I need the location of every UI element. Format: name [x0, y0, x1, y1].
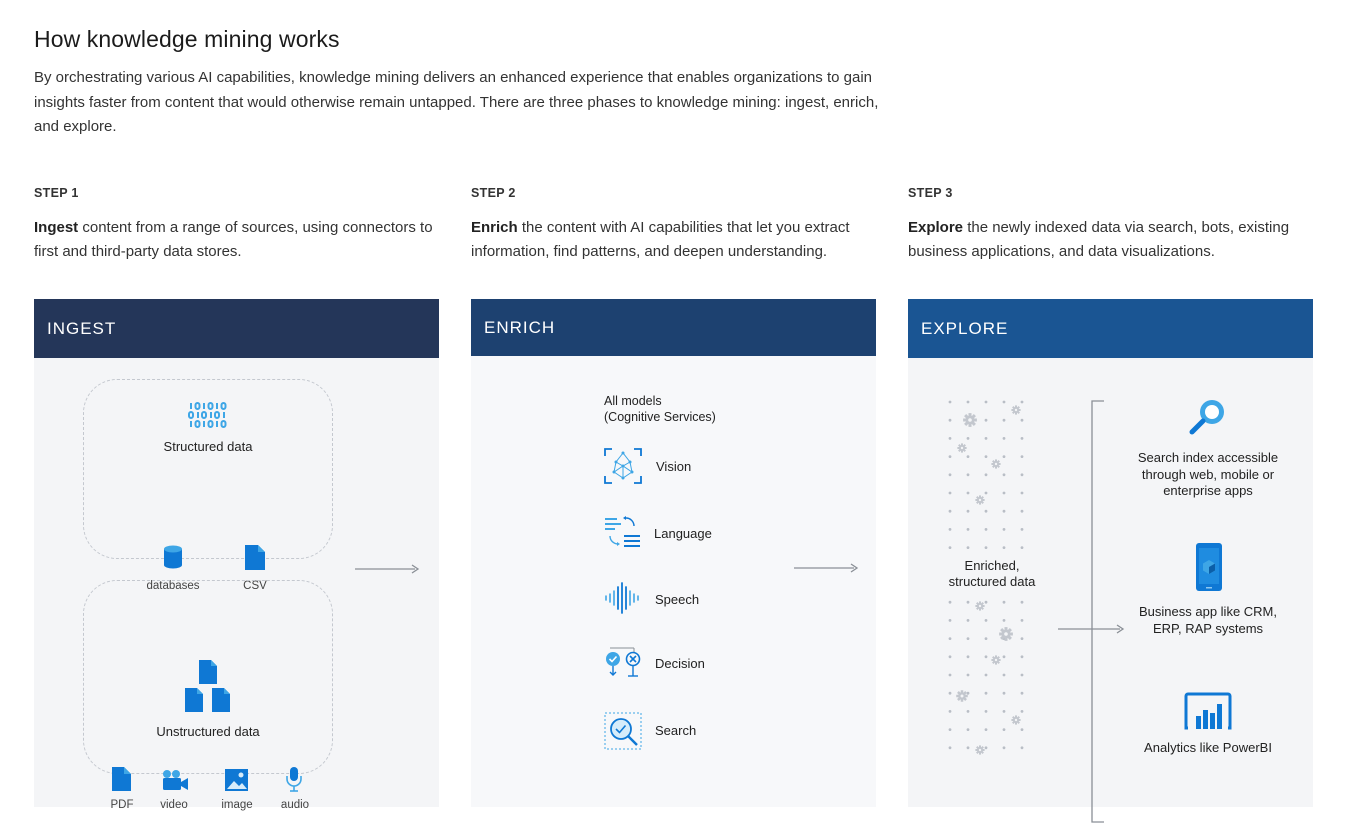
enriched-line2: structured data — [948, 574, 1036, 589]
step-2-label: STEP 2 — [471, 186, 516, 200]
mobile-app-icon — [1196, 543, 1222, 591]
enriched-label-backdrop — [930, 560, 1054, 600]
enrich-heading: ENRICH — [471, 299, 876, 356]
gear-icon — [991, 655, 1001, 665]
video-label: video — [160, 799, 188, 811]
documents-stack-icon — [185, 660, 230, 712]
gear-icon — [1011, 715, 1021, 725]
unstructured-data-label: Unstructured data — [156, 724, 260, 739]
step-3-label: STEP 3 — [908, 186, 953, 200]
page-title: How knowledge mining works — [34, 26, 340, 52]
unstructured-data-group — [83, 580, 333, 774]
image-label: image — [221, 799, 253, 811]
vision-icon — [604, 448, 642, 484]
csv-file-icon — [245, 545, 265, 570]
search-index-line2: through web, mobile or — [1141, 466, 1275, 482]
search-index-output-label: Search index accessible through web, mob… — [1118, 450, 1298, 500]
enrich-body: All models (Cognitive Services) Vision L… — [471, 356, 876, 805]
all-models-line2: (Cognitive Services) — [604, 410, 716, 424]
structured-data-group — [83, 379, 333, 559]
gear-icon — [991, 459, 1001, 469]
business-app-line2: ERP, RAP systems — [1152, 620, 1264, 636]
step-1-label: STEP 1 — [34, 186, 79, 200]
structured-data-label: Structured data — [163, 439, 253, 454]
business-app-output-label: Business app like CRM, ERP, RAP systems — [1118, 604, 1298, 637]
gear-icon — [975, 495, 985, 505]
gear-icon — [956, 690, 968, 702]
database-icon — [164, 545, 182, 569]
analytics-output-label: Analytics like PowerBI — [1144, 740, 1272, 755]
step-3-lead: Explore — [908, 219, 964, 236]
step-2-text: the content with AI capabilities that le… — [471, 219, 850, 260]
explore-panel: EXPLORE Enriched, structured data Search… — [908, 299, 1313, 823]
video-camera-icon — [163, 770, 188, 790]
gear-icon — [957, 443, 967, 453]
gear-icon — [1011, 405, 1021, 415]
language-icon — [605, 516, 640, 547]
all-models-label: All models (Cognitive Services) — [604, 393, 716, 425]
step-3-description: Explore the newly indexed data via searc… — [908, 216, 1328, 264]
step-1-lead: Ingest — [34, 219, 79, 236]
image-icon — [225, 769, 248, 791]
ingest-to-enrich-arrow — [355, 564, 420, 574]
pdf-label: PDF — [110, 799, 134, 811]
enriched-line1: Enriched, — [964, 558, 1020, 573]
search-index-line1: Search index accessible — [1137, 450, 1279, 465]
decision-icon — [606, 647, 641, 677]
step-3-text: the newly indexed data via search, bots,… — [908, 219, 1290, 260]
gear-icon — [975, 745, 985, 755]
explore-body: Enriched, structured data Search index a… — [908, 358, 1313, 823]
intro-paragraph: By orchestrating various AI capabilities… — [34, 69, 879, 135]
databases-label: databases — [146, 580, 200, 592]
search-label: Search — [655, 723, 697, 738]
ingest-panel: INGEST Structured data databases CSV — [34, 299, 439, 811]
ingest-body: Structured data databases CSV Unstructur… — [34, 358, 439, 811]
speech-waveform-icon — [605, 582, 639, 614]
audio-label: audio — [280, 799, 310, 811]
step-2-lead: Enrich — [471, 219, 518, 236]
vision-label: Vision — [656, 459, 692, 474]
enrich-to-explore-arrow — [794, 563, 859, 573]
explore-heading: EXPLORE — [908, 299, 1313, 358]
ingest-heading: INGEST — [34, 299, 439, 358]
gear-icon — [975, 601, 985, 611]
search-magnifier-icon — [604, 712, 642, 750]
step-2-description: Enrich the content with AI capabilities … — [471, 216, 891, 264]
binary-data-icon — [188, 402, 227, 428]
enriched-data-label: Enriched, structured data — [932, 558, 1052, 590]
all-models-line1: All models — [604, 394, 662, 408]
pdf-file-icon — [112, 767, 131, 791]
outputs-bracket — [1091, 400, 1104, 823]
speech-label: Speech — [655, 592, 700, 607]
gear-icon — [963, 413, 977, 427]
step-1-description: Ingest content from a range of sources, … — [34, 216, 454, 264]
search-index-line3: enterprise apps — [1163, 483, 1253, 498]
powerbi-analytics-icon — [1184, 692, 1232, 730]
enriched-to-outputs-arrow — [1058, 624, 1125, 634]
business-app-line1: Business app like CRM, — [1139, 604, 1277, 619]
microphone-icon — [286, 767, 302, 792]
step-1-text: content from a range of sources, using c… — [34, 219, 433, 260]
decision-label: Decision — [655, 656, 705, 671]
language-label: Language — [654, 526, 712, 541]
enrich-panel: ENRICH All models (Cognitive Services) V… — [471, 299, 876, 807]
csv-label: CSV — [243, 580, 267, 592]
search-index-icon — [1189, 400, 1224, 435]
gear-icon — [999, 627, 1013, 641]
